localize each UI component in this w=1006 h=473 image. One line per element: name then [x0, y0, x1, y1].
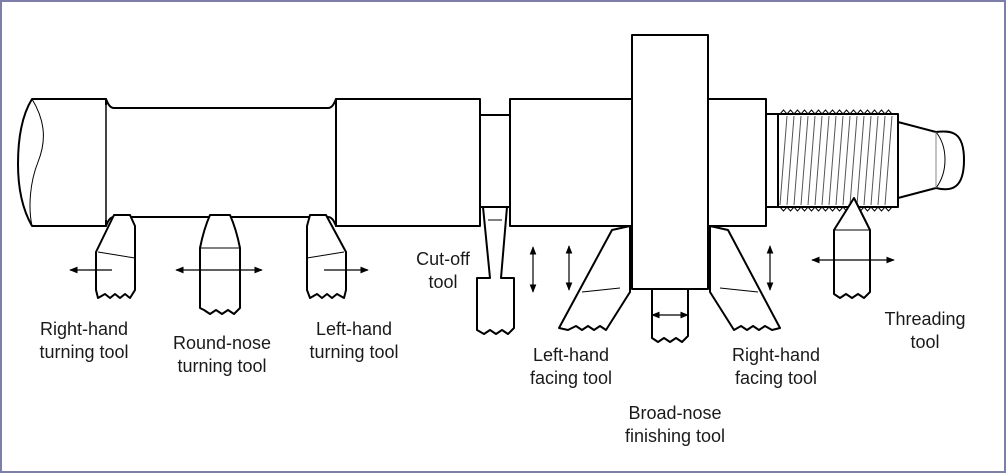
left-hand-turning-tool [306, 214, 347, 299]
thread-line [779, 115, 788, 206]
thread-line [863, 115, 872, 206]
label-round-nose-turning-tool: Round-nose turning tool [172, 333, 272, 376]
thread-line [870, 115, 879, 206]
thread-line [800, 115, 809, 206]
thread-line [849, 115, 858, 206]
workpiece-end [897, 121, 965, 199]
workpiece-groove [479, 114, 511, 208]
thread-line [884, 115, 893, 206]
workpiece-thread-section [777, 113, 899, 208]
workpiece-collar [765, 113, 779, 208]
workpiece-shoulder-section [335, 98, 481, 227]
cut-off-tool [476, 206, 515, 335]
round-nose-turning-tool [199, 214, 241, 315]
label-right-hand-turning-tool: Right-hand turning tool [39, 319, 129, 362]
right-hand-facing-tool [709, 225, 781, 331]
workpiece-left-section [17, 98, 107, 227]
thread-line [821, 115, 830, 206]
thread-line [842, 115, 851, 206]
label-cut-off-tool: Cut-off tool [416, 249, 470, 292]
thread-line [877, 115, 886, 206]
thread-line [793, 115, 802, 206]
label-broad-nose-finishing-tool: Broad-nose finishing tool [624, 403, 726, 446]
thread-lines [779, 115, 893, 206]
label-right-hand-facing-tool: Right-hand facing tool [731, 345, 821, 388]
threading-tool [833, 197, 871, 299]
right-hand-turning-tool [95, 214, 136, 299]
thread-line [828, 115, 837, 206]
label-threading-tool: Threading tool [884, 309, 966, 352]
workpiece-right-section [707, 98, 767, 227]
label-left-hand-facing-tool: Left-hand facing tool [529, 345, 613, 388]
thread-line [807, 115, 816, 206]
thread-line [814, 115, 823, 206]
thread-line [856, 115, 865, 206]
workpiece-turned-section [105, 98, 337, 227]
thread-line [786, 115, 795, 206]
broad-nose-finishing-block [631, 34, 709, 290]
workpiece [17, 98, 965, 227]
thread-line [835, 115, 844, 206]
label-left-hand-turning-tool: Left-hand turning tool [309, 319, 399, 362]
workpiece-middle-section [509, 98, 633, 227]
left-hand-facing-tool [558, 225, 631, 331]
